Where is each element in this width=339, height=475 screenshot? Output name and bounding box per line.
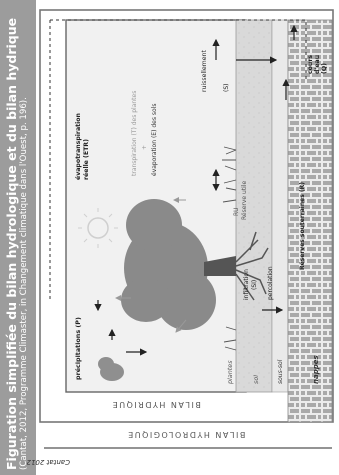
bilan-hydrique-label: BILAN HYDRIQUE [111, 400, 201, 409]
plantes-label: plantes [226, 360, 234, 385]
infiltration-symbol: (SI) [251, 280, 258, 290]
ruissellement-label: ruissellement [201, 50, 208, 92]
precipitations-label: précipitations (P) [74, 317, 82, 380]
transpiration-label: transpiration (T) des plantes [131, 91, 138, 176]
etr-label-1: évapotranspiration [74, 113, 82, 180]
ruissellement-symbol: (S) [223, 84, 230, 93]
subsoil-layer [271, 19, 289, 393]
nappes-label: nappes [312, 355, 320, 384]
ru-label: RU [233, 207, 240, 216]
aquifer-layer [287, 19, 333, 423]
infiltration-label: infiltration [243, 269, 250, 300]
vapor-arrows [115, 197, 187, 333]
cours-eau-label-3: (Q) [321, 63, 328, 74]
figure-subtitle: (Cantat, 2012, Programme Climaster, in C… [19, 97, 29, 470]
cours-eau-label-2: d'eau [314, 55, 321, 74]
etr-label-2: réelle (ETR) [82, 139, 90, 180]
cours-eau-label-1: cours [307, 55, 314, 74]
percolation-label: percolation [267, 266, 274, 300]
title-band [0, 0, 36, 475]
flow-arrows [94, 24, 298, 356]
cloud-icon [98, 357, 124, 381]
evaporation-label: évaporation (E) des sols [151, 104, 158, 176]
reserve-utile-label: Réserve utile [241, 180, 248, 220]
figure-caption: Figuration simplifiée du bilan hydrologi… [4, 10, 30, 470]
plants-icon [222, 146, 237, 351]
soil-layer [235, 19, 273, 393]
plus-label: + [141, 145, 148, 150]
sol-label: sol [252, 375, 260, 384]
bilan-hydrologique-label: BILAN HYDROLOGIQUE [127, 430, 246, 439]
figure-title: Figuration simplifiée du bilan hydrologi… [4, 17, 19, 470]
tree-icon [121, 199, 269, 330]
water-balance-diagram: Cantat 2012 BILAN HYDROLOGIQUE BILAN HYD… [26, 9, 334, 466]
sous-sol-label: sous-sol [277, 359, 284, 384]
reserves-souterraines-label: Réserves souterraines (R) [299, 182, 306, 270]
sun-icon [78, 208, 118, 248]
hydrologic-cycle-path [49, 19, 307, 300]
copyright-text: Cantat 2012 [26, 458, 70, 466]
